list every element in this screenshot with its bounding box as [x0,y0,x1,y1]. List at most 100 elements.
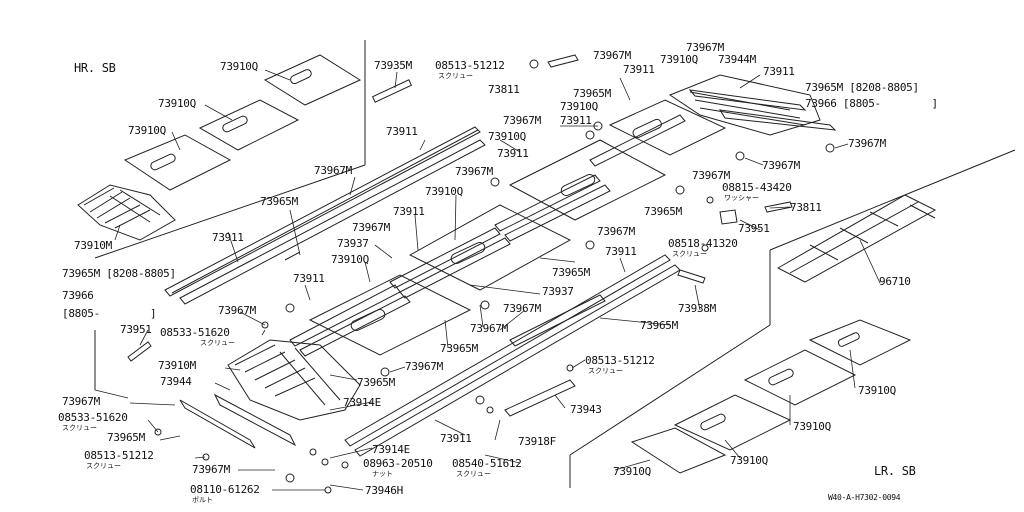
part-label: 08513-51212 [84,449,154,462]
part-label: 08518-41320 [668,237,738,250]
part-label: 73965M [640,319,678,332]
part-label: 08110-61262 [190,483,260,496]
part-label: 73910Q [488,130,526,143]
section-label-lr: LR. SB [874,464,916,478]
part-label: 73951 [120,323,152,336]
part-label: 73938M [678,302,716,315]
part-label: 08815-43420 [722,181,792,194]
part-label: 73965M [440,342,478,355]
part-label: 73935M [374,59,412,72]
part-label: 73910Q [613,465,651,478]
part-label: 73910Q [128,124,166,137]
note-screw: スクリュー [200,339,235,347]
part-label: 73965M [107,431,145,444]
part-label: 73811 [790,201,822,214]
part-label: 73910Q [858,384,896,397]
part-label: 73965M [573,87,611,100]
part-label: 73910Q [158,97,196,110]
part-label: 73967M [62,395,100,408]
part-label: 73911 [497,147,529,160]
part-label: 73967M [192,463,230,476]
part-label: 73911 [623,63,655,76]
part-label: 73967M [597,225,635,238]
part-label: 73918F [518,435,556,448]
part-label: 73911 [605,245,637,258]
part-label: 08513-51212 [435,59,505,72]
part-label: 73965M [8208-8805] [805,81,919,94]
part-label: 73910Q [425,185,463,198]
note-screw: スクリュー [86,462,121,470]
part-label: 73910Q [793,420,831,433]
part-label: 73967M [593,49,631,62]
part-label: 73967M [314,164,352,177]
frame-96710 [776,194,937,283]
note-washer: ワッシャー [724,194,759,202]
part-label: 08533-51620 [160,326,230,339]
part-label: 73967M [405,360,443,373]
part-label: 73946H [365,484,403,497]
front-roof-parts [668,74,837,136]
rails-left [164,79,486,305]
part-label: 08513-51212 [585,354,655,367]
part-label: 08540-51612 [452,457,522,470]
part-label: 73910Q [331,253,369,266]
part-label: 73967M [686,41,724,54]
note-screw: スクリュー [438,72,473,80]
part-label: 73914E [343,396,381,409]
part-label: 73914E [372,443,410,456]
part-label: 73965M [552,266,590,279]
note-screw: スクリュー [456,470,491,478]
part-label: 73910Q [560,100,598,113]
part-label: 08533-51620 [58,411,128,424]
fasteners [127,54,835,494]
part-label: 96710 [879,275,911,288]
part-label: 73967M [218,304,256,317]
part-label: 73967M [455,165,493,178]
part-label: 73967M [848,137,886,150]
part-label: 73943 [570,403,602,416]
note-screw: スクリュー [672,250,707,258]
part-label: 73951 [738,222,770,235]
lr-roof-panels [630,319,912,474]
diagram-code: W40-A-H7302-0094 [828,493,901,502]
part-label: 73911 [212,231,244,244]
part-label: 73911 [393,205,425,218]
section-label-hr: HR. SB [74,61,116,75]
part-label: 73910Q [660,53,698,66]
part-label: 73966 [8805- ] [805,97,938,110]
part-label: ] [150,307,157,320]
center-rear-roof [179,339,361,449]
part-label: 73911 [560,114,592,127]
leader-lines [94,69,881,491]
part-label: 73967M [503,114,541,127]
part-label: 73911 [293,272,325,285]
part-label: 73910M [74,239,112,252]
part-label: 73937 [542,285,574,298]
part-label: 73911 [763,65,795,78]
part-label: 73911 [386,125,418,138]
part-label: 73944M [718,53,756,66]
part-label: 73965M [357,376,395,389]
note-screw: スクリュー [588,367,623,375]
center-panels [289,99,727,357]
note-bolt: ボルト [192,496,213,504]
part-label: 73967M [470,322,508,335]
part-label: 73910Q [730,454,768,467]
part-label: 73911 [440,432,472,445]
part-label: 73966 [62,289,94,302]
part-label: 73967M [762,159,800,172]
part-label: 73967M [352,221,390,234]
part-label: [8805- [62,307,100,320]
part-label: 73965M [644,205,682,218]
part-label: 08963-20510 [363,457,433,470]
section-dividers [94,40,1016,488]
part-label: 73944 [160,375,192,388]
part-label: 73910M [158,359,196,372]
note-screw: スクリュー [62,424,97,432]
part-label: 73965M [260,195,298,208]
part-label: 73965M [8208-8805] [62,267,176,280]
part-label: 73937 [337,237,369,250]
part-label: 73811 [488,83,520,96]
